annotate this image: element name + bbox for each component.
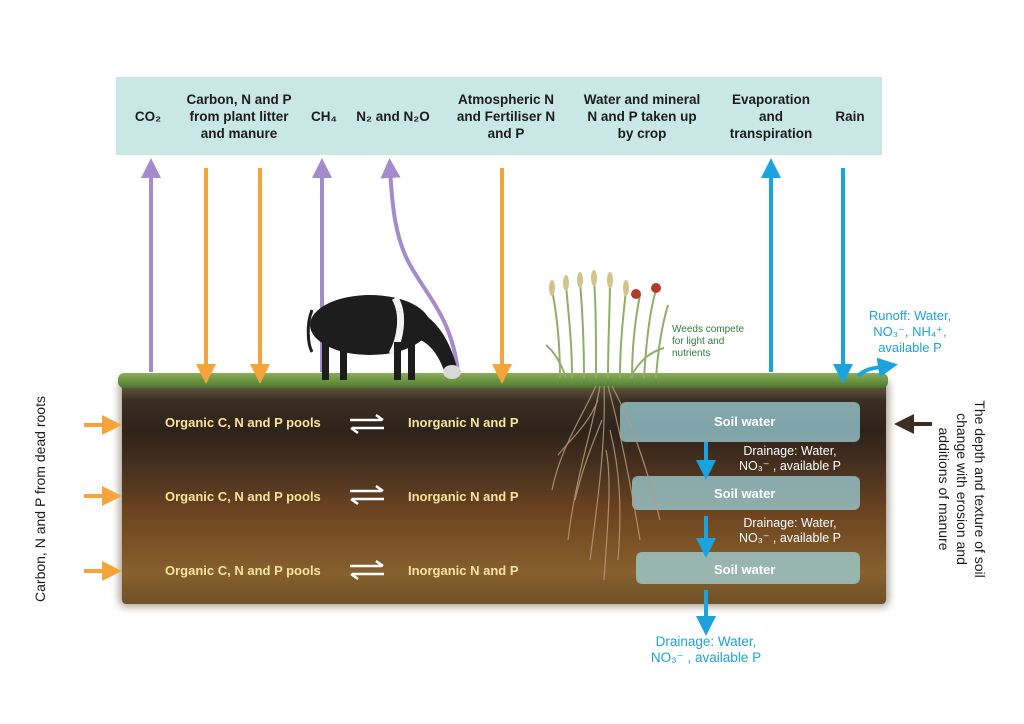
header-atmospheric: Atmospheric N and Fertiliser N and P	[456, 91, 556, 141]
header-carbon-litter: Carbon, N and P from plant litter and ma…	[186, 91, 292, 141]
runoff-label: Runoff: Water, NO₃⁻, NH₄⁺, available P	[868, 308, 952, 355]
exchange-arrows	[350, 413, 384, 581]
flux-header-banner: CO₂ Carbon, N and P from plant litter an…	[116, 77, 882, 155]
header-water-crop: Water and mineral N and P taken up by cr…	[583, 91, 701, 141]
soil-water-label-2: Soil water	[714, 486, 776, 501]
roots-illustration	[551, 385, 661, 581]
weeds-label: Weeds compete for light and nutrients	[672, 324, 745, 359]
drainage-label-1: Drainage: Water, NO₃⁻ , available P	[738, 444, 841, 473]
header-evaporation: Evaporation and transpiration	[729, 91, 813, 141]
organic-pools-3: Organic C, N and P pools	[165, 563, 321, 578]
header-rain: Rain	[835, 108, 865, 124]
organic-pools-1: Organic C, N and P pools	[165, 415, 321, 430]
cow-illustration	[306, 295, 461, 380]
soil-water-band-3	[636, 552, 860, 584]
drainage-label-bottom: Drainage: Water, NO₃⁻ , available P	[650, 634, 762, 665]
soil-change-label: The depth and texture of soil change wit…	[936, 400, 988, 578]
header-ch4: CH₄	[311, 108, 337, 124]
runoff-arrow	[856, 357, 898, 378]
header-n2-n2o: N₂ and N₂O	[356, 108, 430, 124]
crop-weeds-illustration	[545, 270, 669, 379]
dead-roots-label: Carbon, N and P from dead roots	[32, 396, 48, 602]
inorganic-3: Inorganic N and P	[408, 563, 519, 578]
soil-water-label-1: Soil water	[714, 414, 776, 429]
inorganic-2: Inorganic N and P	[408, 489, 519, 504]
header-co2: CO₂	[134, 108, 162, 124]
soil-water-band-1	[620, 402, 860, 442]
n2-arrow	[380, 158, 460, 373]
soil-water-band-2	[632, 476, 860, 510]
soil-water-label-3: Soil water	[714, 562, 776, 577]
drainage-label-2: Drainage: Water, NO₃⁻ , available P	[738, 516, 841, 545]
organic-pools-2: Organic C, N and P pools	[165, 489, 321, 504]
inorganic-1: Inorganic N and P	[408, 415, 519, 430]
